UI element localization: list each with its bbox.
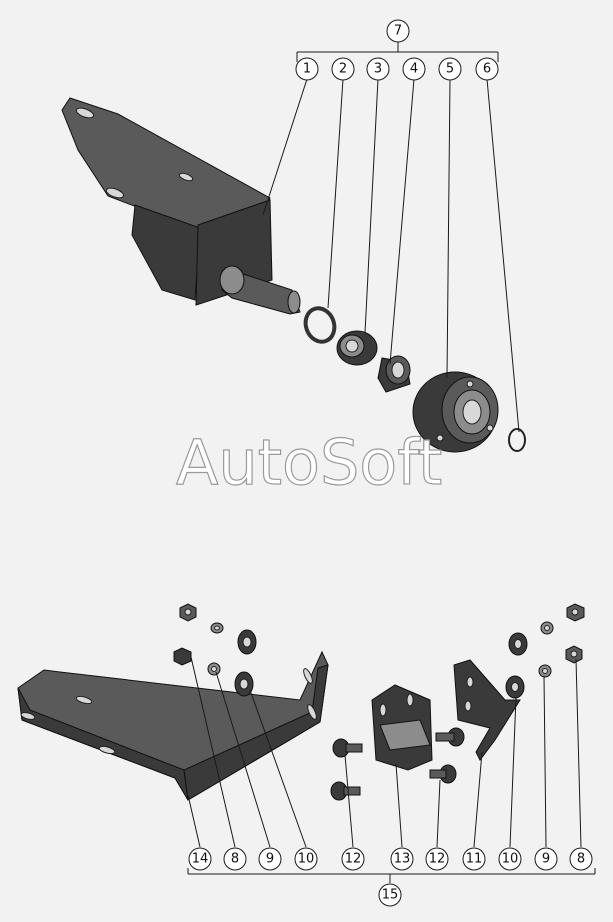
- callout-9-right: 9: [534, 847, 558, 871]
- callout-4-label: 4: [410, 62, 418, 77]
- part-6-circlip: [508, 428, 526, 452]
- part-11-plate: [453, 659, 521, 761]
- callout-15: 15: [378, 883, 402, 907]
- callout-8-right: 8: [569, 847, 593, 871]
- callout-1-label: 1: [303, 62, 311, 77]
- callout-15-label: 15: [382, 888, 399, 903]
- callout-14-label: 14: [192, 852, 209, 867]
- callout-6-label: 6: [483, 62, 491, 77]
- part-3-bearing: [336, 330, 378, 366]
- part-13-clamp: [371, 684, 433, 771]
- right-nuts-washers: [505, 603, 585, 699]
- callout-3-label: 3: [374, 62, 382, 77]
- callout-1: 1: [295, 57, 319, 81]
- callout-12-left: 12: [341, 847, 365, 871]
- callout-12-right: 12: [425, 847, 449, 871]
- callout-7-label: 7: [394, 24, 402, 39]
- callout-11-label: 11: [466, 852, 483, 867]
- part-1-bracket-with-axle: [61, 97, 301, 315]
- callout-2: 2: [331, 57, 355, 81]
- top-leader-lines: [262, 42, 520, 433]
- callout-8-left: 8: [223, 847, 247, 871]
- callout-9-left: 9: [258, 847, 282, 871]
- callout-7: 7: [386, 19, 410, 43]
- callout-9-right-label: 9: [542, 852, 550, 867]
- part-5-hub: [412, 371, 499, 453]
- callout-10-left: 10: [294, 847, 318, 871]
- callout-13-label: 13: [394, 852, 411, 867]
- watermark-text: AutoSoft: [176, 426, 442, 499]
- callout-2-label: 2: [339, 62, 347, 77]
- callout-8-right-label: 8: [577, 852, 585, 867]
- callout-10-right-label: 10: [502, 852, 519, 867]
- callout-3: 3: [366, 57, 390, 81]
- callout-4: 4: [402, 57, 426, 81]
- callout-13: 13: [390, 847, 414, 871]
- callout-5: 5: [438, 57, 462, 81]
- part-14-angled-bracket: [17, 650, 329, 801]
- part-4-spacer-sleeve: [377, 355, 411, 393]
- callout-9-left-label: 9: [266, 852, 274, 867]
- left-nuts-washers: [173, 603, 257, 697]
- bottom-leader-lines: [187, 656, 596, 883]
- callout-12-right-label: 12: [429, 852, 446, 867]
- part-12-bolts: [330, 727, 465, 801]
- callout-11: 11: [462, 847, 486, 871]
- callout-14: 14: [188, 847, 212, 871]
- callout-12-left-label: 12: [345, 852, 362, 867]
- callout-6: 6: [475, 57, 499, 81]
- callout-10-right: 10: [498, 847, 522, 871]
- part-2-retaining-ring: [303, 306, 337, 344]
- callout-8-left-label: 8: [231, 852, 239, 867]
- callout-5-label: 5: [446, 62, 454, 77]
- callout-10-left-label: 10: [298, 852, 315, 867]
